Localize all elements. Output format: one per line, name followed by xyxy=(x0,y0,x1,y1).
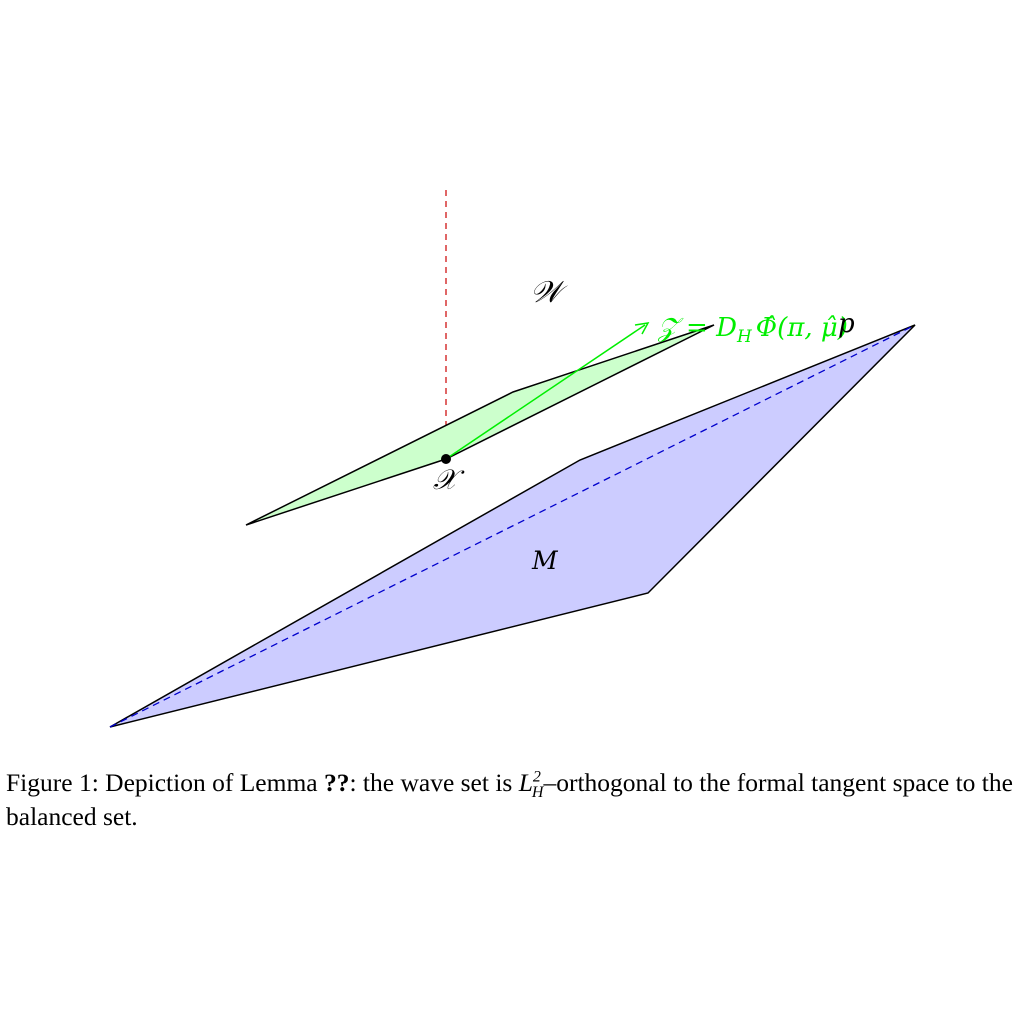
point-x-dot xyxy=(441,454,451,464)
point-x-label: 𝒳 xyxy=(433,463,465,496)
vector-z-main: 𝒵 = D xyxy=(657,313,737,343)
tangent-vector-arrowhead xyxy=(634,322,650,335)
caption-lemma-ref: ?? xyxy=(323,768,350,797)
vector-z-subscript: H xyxy=(736,327,753,347)
vector-z-rest: Φ̂(π, μ̂) xyxy=(756,313,848,343)
caption-prefix: Figure 1: Depiction of Lemma xyxy=(6,768,324,797)
wave-set-plane xyxy=(245,324,715,526)
figure-caption: Figure 1: Depiction of Lemma ??: the wav… xyxy=(6,766,1022,834)
tangent-vector xyxy=(445,324,646,460)
balanced-set-label: M xyxy=(531,546,559,575)
caption-suffix: –orthogonal to the formal tangent space … xyxy=(6,768,1013,831)
wave-set-label: 𝒲 xyxy=(530,275,568,310)
caption-subscript: H xyxy=(531,784,544,802)
balanced-set-diagonal xyxy=(109,324,916,728)
caption-superscript: 2 xyxy=(532,768,541,786)
caption-l-symbol: L xyxy=(518,768,533,797)
caption-middle: : the wave set is xyxy=(349,768,519,797)
point-p-label: p xyxy=(838,309,855,339)
